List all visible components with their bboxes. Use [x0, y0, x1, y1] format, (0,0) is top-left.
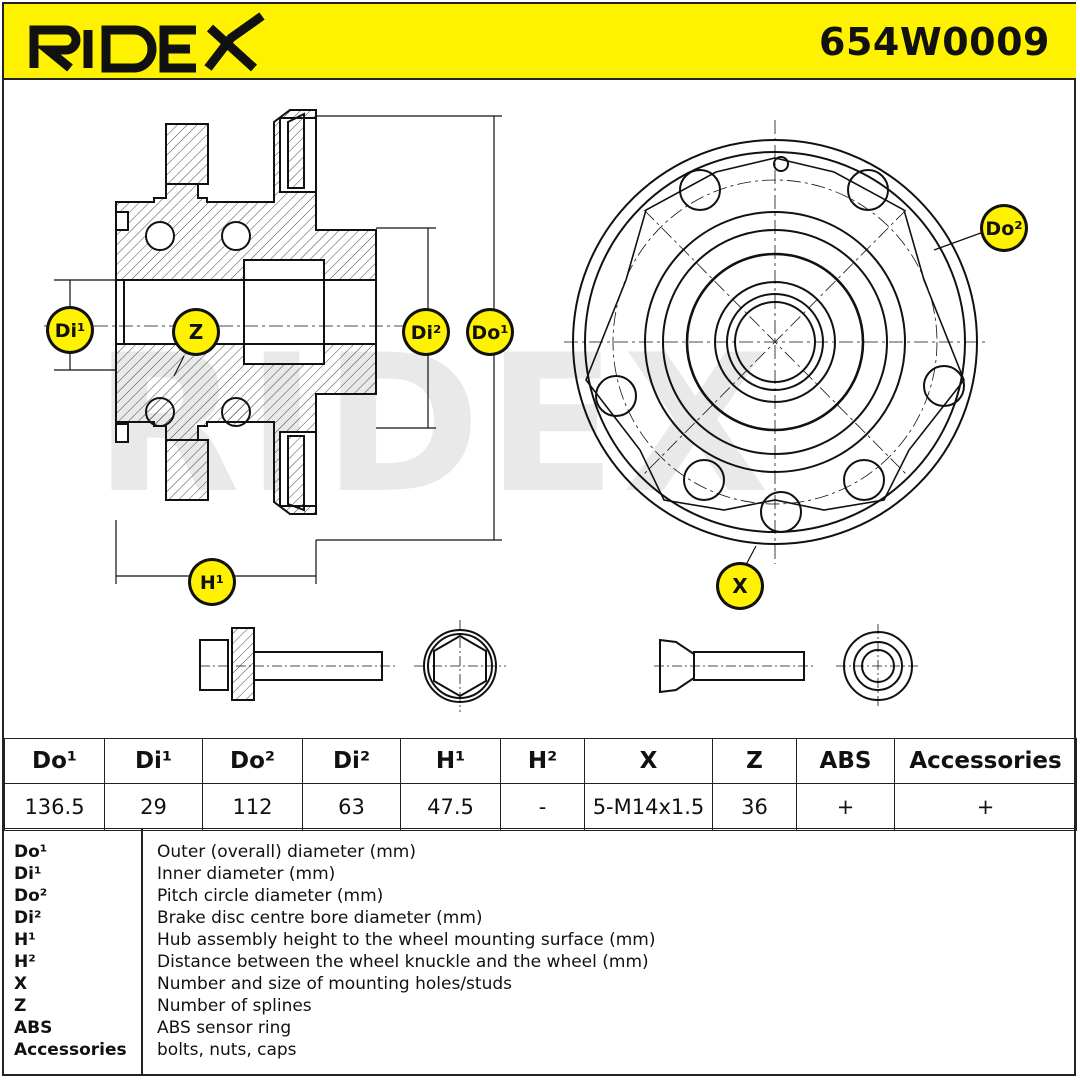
legend-desc: bolts, nuts, caps — [157, 1040, 297, 1060]
header-cell: X — [584, 738, 713, 784]
value-cell: 63 — [302, 783, 401, 831]
svg-text:Do¹: Do¹ — [471, 322, 508, 344]
header-cell: H¹ — [400, 738, 501, 784]
part-number: 654W0009 — [819, 20, 1050, 64]
label-h1: H¹ — [188, 558, 236, 606]
legend-desc: Hub assembly height to the wheel mountin… — [157, 930, 656, 950]
specs-header-row: Do¹ Di¹ Do² Di² H¹ H² X Z ABS Accessorie… — [4, 738, 1077, 784]
value-cell: 5-M14x1.5 — [584, 783, 713, 831]
header-cell: Do² — [202, 738, 303, 784]
specs-value-row: 136.5 29 112 63 47.5 - 5-M14x1.5 36 + + — [4, 783, 1077, 831]
value-cell: 112 — [202, 783, 303, 831]
header-cell: Z — [712, 738, 797, 784]
legend-row: H² Distance between the wheel knuckle an… — [4, 951, 1076, 973]
svg-text:Do²: Do² — [985, 218, 1022, 240]
svg-text:Di¹: Di¹ — [55, 320, 86, 342]
value-cell: 29 — [104, 783, 203, 831]
value-cell: + — [796, 783, 895, 831]
legend-desc: Brake disc centre bore diameter (mm) — [157, 908, 483, 928]
legend-row: Di² Brake disc centre bore diameter (mm) — [4, 907, 1076, 929]
legend-row: Z Number of splines — [4, 995, 1076, 1017]
header-bar: 654W0009 — [4, 4, 1076, 80]
legend-key: Di¹ — [14, 864, 42, 884]
legend-key: ABS — [14, 1018, 53, 1038]
legend-row: H¹ Hub assembly height to the wheel moun… — [4, 929, 1076, 951]
value-cell: - — [500, 783, 585, 831]
label-di2: Di² — [402, 308, 450, 356]
value-cell: 36 — [712, 783, 797, 831]
legend-row: X Number and size of mounting holes/stud… — [4, 973, 1076, 995]
legend-desc: Number and size of mounting holes/studs — [157, 974, 512, 994]
legend-row: Accessories bolts, nuts, caps — [4, 1039, 1076, 1061]
label-di1: Di¹ — [46, 306, 94, 354]
ridex-logo — [29, 12, 265, 73]
specs-table: Do¹ Di¹ Do² Di² H¹ H² X Z ABS Accessorie… — [4, 738, 1077, 831]
label-x: X — [716, 562, 764, 610]
legend-key: Accessories — [14, 1040, 127, 1060]
legend-key: Do² — [14, 886, 48, 906]
header-cell: Accessories — [894, 738, 1077, 784]
wheel-stud-detail — [654, 624, 920, 708]
technical-drawing: RIDEX — [4, 80, 1076, 738]
legend-desc: Number of splines — [157, 996, 312, 1016]
header-cell: ABS — [796, 738, 895, 784]
legend-key: H² — [14, 952, 36, 972]
legend-divider — [141, 829, 143, 1075]
legend-row: Do² Pitch circle diameter (mm) — [4, 885, 1076, 907]
label-do1: Do¹ — [466, 308, 514, 356]
header-cell: H² — [500, 738, 585, 784]
label-do2: Do² — [980, 204, 1028, 252]
wheel-bolt-detail — [199, 620, 506, 712]
header-cell: Di² — [302, 738, 401, 784]
legend-key: X — [14, 974, 28, 994]
hub-front-view — [564, 120, 1001, 577]
legend-key: H¹ — [14, 930, 36, 950]
legend-key: Z — [14, 996, 27, 1016]
legend-desc: Pitch circle diameter (mm) — [157, 886, 384, 906]
hub-drawing-svg: RIDEX — [44, 109, 1028, 712]
header-cell: Di¹ — [104, 738, 203, 784]
legend-desc: ABS sensor ring — [157, 1018, 292, 1038]
legend-key: Di² — [14, 908, 42, 928]
svg-text:Di²: Di² — [411, 322, 442, 344]
legend: Do¹ Outer (overall) diameter (mm) Di¹ In… — [4, 828, 1076, 1075]
value-cell: + — [894, 783, 1077, 831]
legend-desc: Outer (overall) diameter (mm) — [157, 842, 416, 862]
svg-text:Z: Z — [189, 320, 204, 344]
hub-section-view — [115, 109, 377, 515]
svg-text:H¹: H¹ — [200, 572, 224, 594]
label-z: Z — [172, 308, 220, 377]
svg-text:X: X — [732, 574, 748, 598]
legend-row: Do¹ Outer (overall) diameter (mm) — [4, 841, 1076, 863]
value-cell: 136.5 — [4, 783, 105, 831]
legend-desc: Distance between the wheel knuckle and t… — [157, 952, 649, 972]
legend-row: Di¹ Inner diameter (mm) — [4, 863, 1076, 885]
header-cell: Do¹ — [4, 738, 105, 784]
value-cell: 47.5 — [400, 783, 501, 831]
legend-row: ABS ABS sensor ring — [4, 1017, 1076, 1039]
legend-desc: Inner diameter (mm) — [157, 864, 336, 884]
legend-key: Do¹ — [14, 842, 48, 862]
